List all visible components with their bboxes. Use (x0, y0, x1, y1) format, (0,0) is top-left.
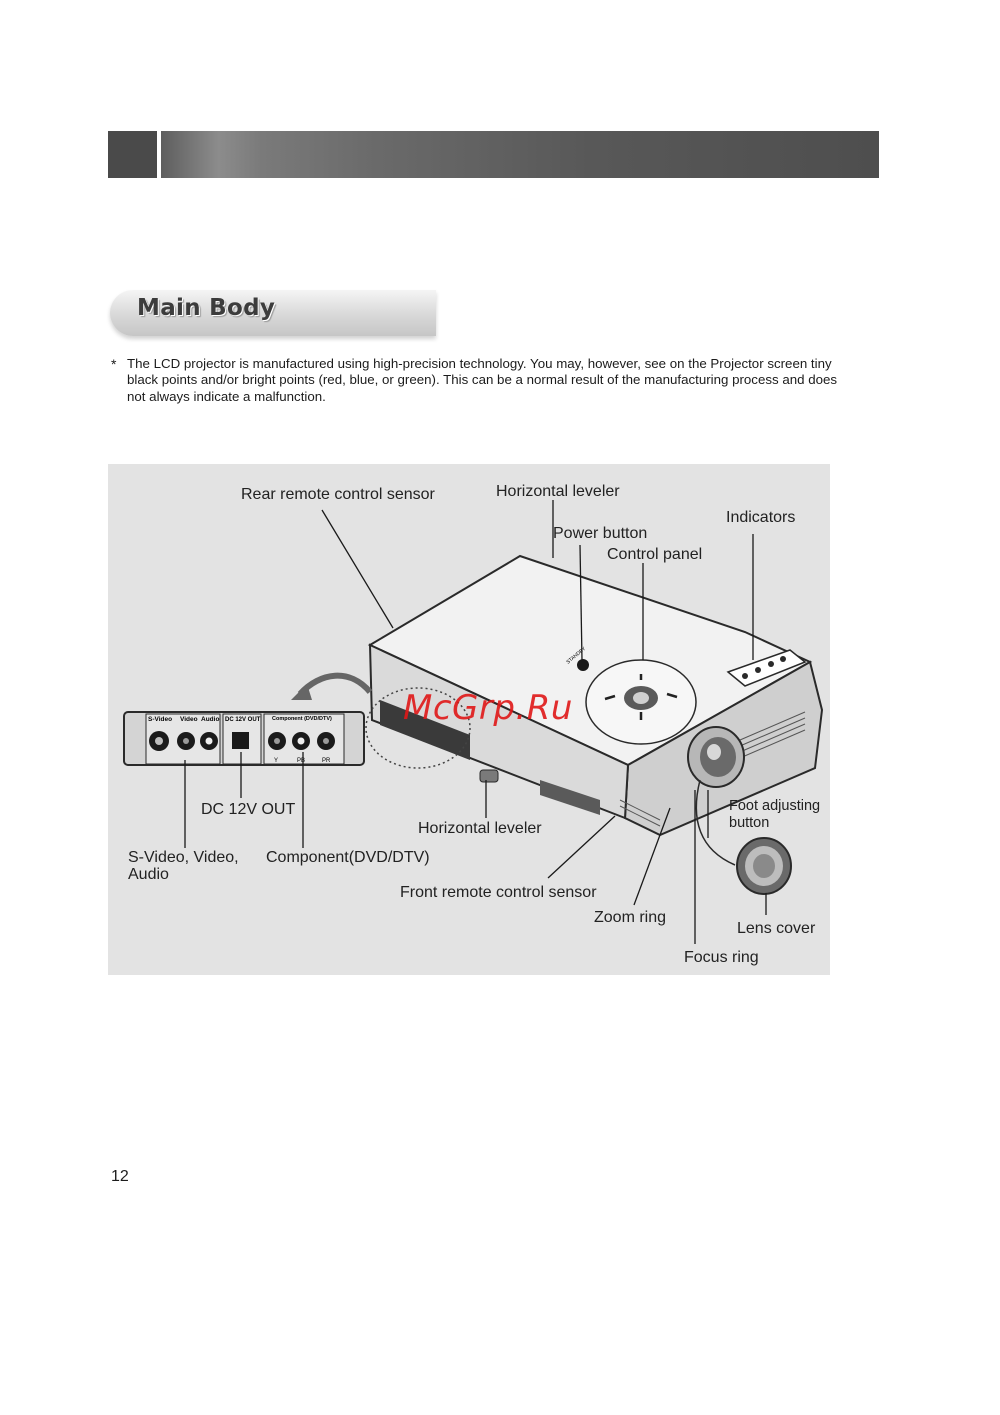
jack-y-label: Y (274, 758, 278, 764)
note-marker: * (111, 356, 117, 372)
label-foot-adjusting-line2: button (729, 815, 770, 831)
jack-panel: S-Video Video Audio DC 12V OUT Component… (123, 711, 365, 766)
label-svideo-line1: S-Video, Video, (128, 849, 239, 866)
label-power-button: Power button (553, 525, 648, 542)
jack-svideo-label: S-Video (148, 716, 172, 723)
note-text: The LCD projector is manufactured using … (127, 356, 838, 404)
jack-audio-label: Audio (201, 716, 219, 723)
leveler-foot (479, 769, 499, 783)
page-number: 12 (111, 1168, 129, 1185)
jack-component-label: Component (DVD/DTV) (272, 716, 332, 722)
label-horizontal-leveler-top: Horizontal leveler (496, 483, 620, 500)
label-control-panel: Control panel (607, 546, 703, 563)
label-front-remote-sensor: Front remote control sensor (400, 884, 597, 901)
label-svideo-line2: Audio (128, 866, 169, 883)
label-zoom-ring: Zoom ring (594, 909, 667, 926)
power-button-dot (577, 659, 589, 671)
chapter-bar (161, 131, 879, 178)
chapter-bar-block (108, 131, 157, 178)
label-horizontal-leveler-bottom: Horizontal leveler (418, 820, 542, 837)
label-component: Component(DVD/DTV) (266, 849, 430, 866)
jack-dc-label: DC 12V OUT (225, 717, 261, 723)
label-indicators: Indicators (726, 509, 796, 526)
jack-pb-label: PB (297, 758, 305, 764)
projector-body (367, 554, 824, 895)
label-focus-ring: Focus ring (684, 949, 759, 966)
jack-pr-label: PR (322, 758, 331, 764)
section-title: Main Body (137, 295, 276, 321)
jack-video-label: Video (180, 716, 198, 723)
label-lens-cover: Lens cover (737, 920, 816, 937)
label-dc-out: DC 12V OUT (201, 801, 296, 818)
leader-lines (184, 500, 767, 944)
section-tab (110, 290, 436, 336)
watermark: McGrp.Ru (403, 688, 573, 728)
label-rear-remote-sensor: Rear remote control sensor (241, 486, 435, 503)
label-foot-adjusting-line1: Foot adjusting (729, 798, 821, 814)
